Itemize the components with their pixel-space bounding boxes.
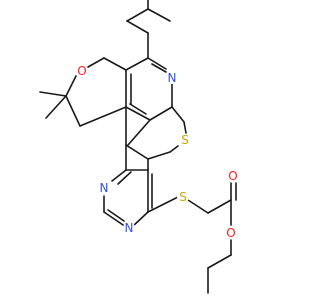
nitrogen-atom-pyridine: N <box>166 71 178 85</box>
bond <box>125 144 149 160</box>
bond <box>125 106 151 121</box>
bond <box>149 106 173 121</box>
bond <box>127 119 151 146</box>
atom-label: N <box>168 71 177 85</box>
bond <box>103 57 127 71</box>
bond <box>169 145 179 153</box>
bond <box>187 199 209 214</box>
oxygen-atom-carbonyl: O <box>227 169 239 183</box>
bond <box>45 95 67 119</box>
bond <box>126 20 149 34</box>
atom-label: O <box>226 226 235 240</box>
bond <box>147 151 171 160</box>
bond <box>65 95 81 127</box>
bond-layer <box>39 0 237 294</box>
atom-label: S <box>179 190 187 204</box>
bond <box>147 57 167 70</box>
bond <box>79 106 127 127</box>
sulfur-atom-thiophene: S <box>179 133 191 147</box>
bond <box>151 63 167 73</box>
atom-label: O <box>228 169 237 183</box>
nitrogen-atom-pyrimidine-2: N <box>123 221 135 235</box>
bond <box>129 103 147 115</box>
molecule-structure-diagram: N O S N N S O O <box>39 0 239 294</box>
atom-label-layer: N O S N N S O O <box>76 64 239 240</box>
bond <box>65 75 77 97</box>
atom-label: S <box>181 133 189 147</box>
bond <box>103 211 127 228</box>
atom-label: N <box>100 181 109 195</box>
sulfur-atom-thioether: S <box>177 190 189 204</box>
bond <box>183 121 187 134</box>
bond <box>117 171 132 185</box>
bond <box>125 57 149 71</box>
bond <box>111 169 127 182</box>
bond <box>107 209 125 222</box>
oxygen-atom-ester: O <box>225 226 237 240</box>
bond <box>147 8 171 22</box>
bond <box>147 196 179 213</box>
bond <box>131 211 149 228</box>
bond <box>207 254 232 269</box>
oxygen-atom-pyran: O <box>76 64 88 78</box>
bond <box>171 106 185 123</box>
nitrogen-atom-pyrimidine-1: N <box>98 181 110 195</box>
atom-label: N <box>125 221 134 235</box>
bond <box>39 91 67 97</box>
bond <box>207 199 232 214</box>
bond <box>126 8 149 22</box>
bond <box>87 57 105 68</box>
atom-label: O <box>77 64 86 78</box>
